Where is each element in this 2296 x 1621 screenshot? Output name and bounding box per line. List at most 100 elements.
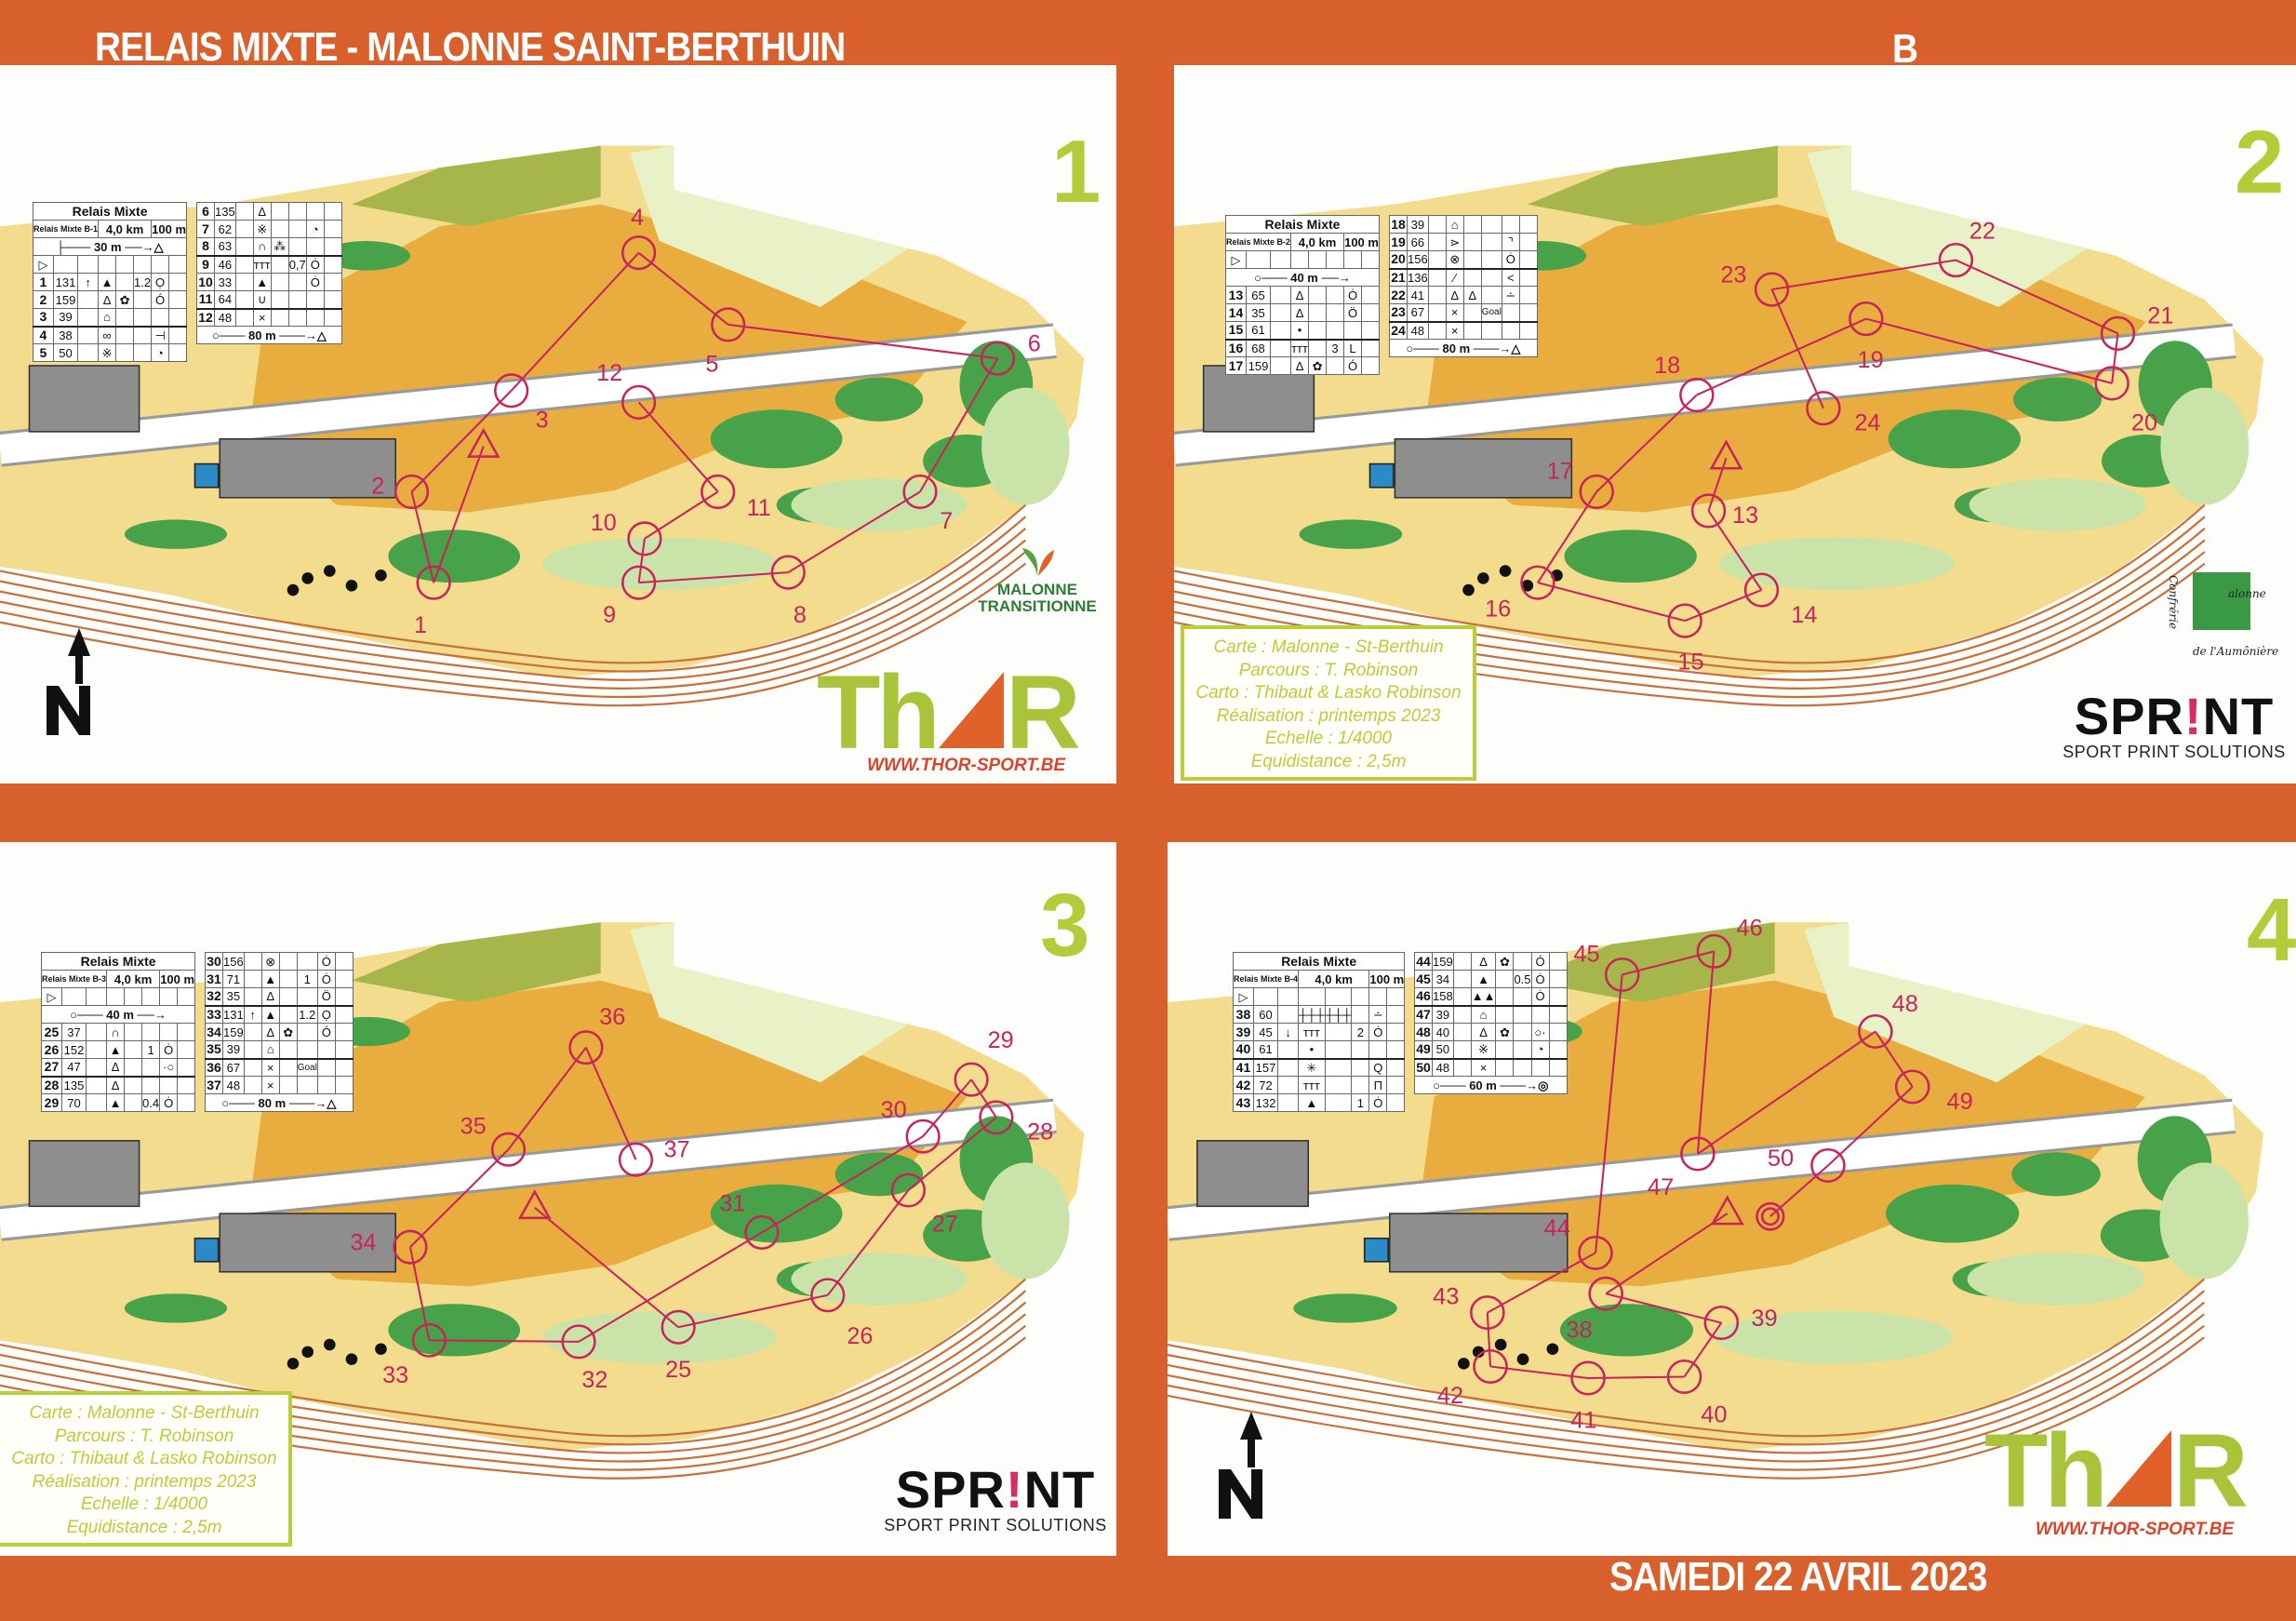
sprint-logo: SPR!NT SPORT PRINT SOLUTIONS (2062, 687, 2286, 762)
control-circle[interactable] (1604, 957, 1640, 992)
control-circle[interactable] (621, 384, 657, 420)
control-circle[interactable] (1473, 1349, 1508, 1384)
light-vegetation (1718, 537, 1955, 591)
control-circle[interactable] (494, 373, 529, 409)
building (219, 1212, 396, 1273)
control-circle[interactable] (394, 474, 430, 510)
control-circle[interactable] (980, 341, 1016, 376)
control-number: 11 (747, 495, 771, 521)
control-number: 42 (1437, 1383, 1463, 1409)
other (1361, 338, 1381, 357)
control-circle[interactable] (1690, 493, 1727, 529)
other (1518, 250, 1538, 269)
dimension (287, 307, 307, 327)
control-circle[interactable] (1666, 1359, 1702, 1394)
control-circle[interactable] (1570, 1360, 1606, 1396)
contour-line (1174, 516, 2206, 673)
course-leg (919, 357, 999, 492)
rough-open (351, 922, 601, 1003)
control-circle[interactable] (618, 1142, 654, 1177)
control-circle[interactable] (1810, 1148, 1846, 1183)
empty-cell (1343, 250, 1363, 269)
control-circle[interactable] (661, 1309, 696, 1345)
control-number: 24 (1389, 320, 1408, 340)
control-code: 35 (222, 987, 245, 1006)
control-circle[interactable] (1680, 1136, 1715, 1172)
control-circle[interactable] (1806, 391, 1841, 426)
dimension (1513, 1057, 1532, 1077)
control-circle[interactable] (490, 1132, 527, 1167)
control-circle[interactable] (393, 1229, 428, 1265)
control-circle[interactable] (711, 307, 746, 342)
control-circle[interactable] (1679, 377, 1715, 413)
control-number: 17 (1225, 356, 1247, 375)
empty-cell (151, 255, 170, 274)
control-number: 13 (1225, 286, 1247, 304)
control-circle[interactable] (810, 1278, 846, 1313)
control-circle[interactable] (1578, 1235, 1613, 1270)
empty-cell (1326, 250, 1345, 269)
appearance (278, 1040, 298, 1059)
control-circle[interactable] (979, 1100, 1014, 1135)
rock (1472, 1346, 1485, 1359)
control-code: 48 (1407, 320, 1429, 340)
location: Ó (1530, 952, 1550, 971)
thor-website-link[interactable]: WWW.THOR-SPORT.BE (2036, 1520, 2235, 1539)
control-circle[interactable] (2100, 315, 2136, 351)
dimension (141, 1075, 161, 1094)
thor-website-link[interactable]: WWW.THOR-SPORT.BE (867, 756, 1066, 775)
course-length: 4,0 km (98, 220, 153, 238)
north-arrow-icon (47, 628, 90, 735)
control-circle[interactable] (770, 555, 806, 590)
control-circle[interactable] (568, 1030, 604, 1065)
control-circle[interactable] (621, 235, 657, 271)
course-class: Relais Mixte B-4 (1232, 970, 1300, 988)
control-circle[interactable] (1849, 301, 1884, 337)
control-circle[interactable] (1894, 1069, 1930, 1105)
control-circle[interactable] (1938, 242, 1974, 278)
water-feature (194, 1237, 220, 1263)
control-circle[interactable] (1754, 272, 1790, 307)
control-circle[interactable] (1858, 1014, 1893, 1049)
control-circle[interactable] (1667, 603, 1702, 638)
course-leg (409, 1148, 510, 1248)
control-circle[interactable] (902, 474, 938, 510)
control-circle[interactable] (1696, 933, 1732, 969)
control-circle[interactable] (561, 1324, 596, 1360)
control-number: 31 (205, 970, 223, 988)
location: Ȯ (159, 1093, 179, 1112)
credit-line: Echelle : 1/4000 (1264, 729, 1393, 748)
control-circle[interactable] (2094, 366, 2129, 401)
appearance (1324, 1076, 1353, 1094)
appearance (1495, 970, 1515, 988)
other (323, 254, 342, 274)
control-circle[interactable] (744, 1215, 780, 1250)
feature: ▲ (1470, 970, 1497, 988)
control-circle[interactable] (954, 1062, 989, 1097)
control-circle[interactable] (1588, 1276, 1623, 1311)
appearance (115, 343, 135, 362)
control-circle[interactable] (701, 474, 736, 510)
control-circle[interactable] (905, 1119, 941, 1154)
other (1361, 286, 1381, 304)
control-circle[interactable] (1470, 1295, 1505, 1331)
control-circle[interactable] (1743, 572, 1780, 608)
control-circle[interactable] (1579, 474, 1614, 510)
control-circle[interactable] (621, 565, 657, 600)
panel-number: 3 (1040, 876, 1090, 975)
control-circle[interactable] (890, 1172, 926, 1208)
empty-cell (1386, 987, 1406, 1006)
control-circle[interactable] (627, 521, 662, 556)
control-circle[interactable] (1520, 565, 1555, 600)
which-feature (86, 1058, 108, 1077)
control-circle[interactable] (1703, 1306, 1740, 1341)
control-circle[interactable] (416, 565, 451, 600)
semi-open-forest (630, 922, 909, 1083)
feature: ⌂ (1445, 215, 1464, 234)
control-circle[interactable] (411, 1322, 447, 1358)
building (1394, 437, 1573, 499)
